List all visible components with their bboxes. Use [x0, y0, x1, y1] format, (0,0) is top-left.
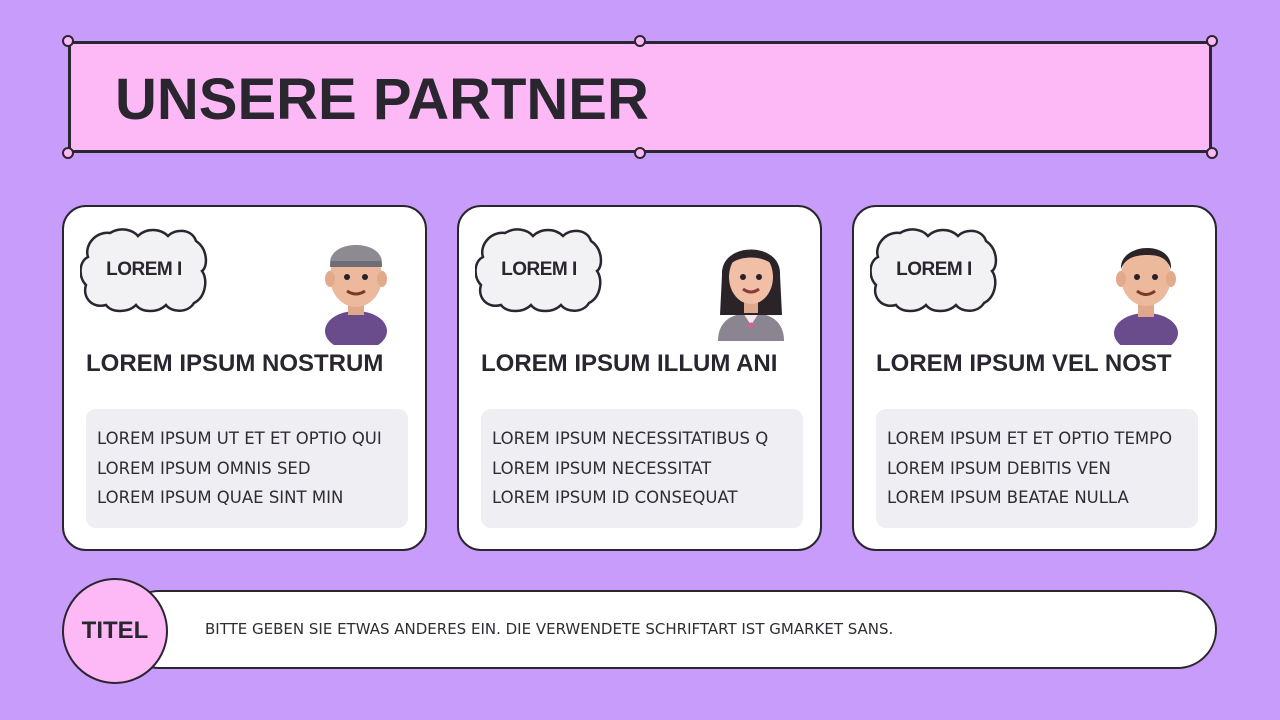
badge-label: LOREM I — [106, 259, 182, 280]
footer-bar: BITTE GEBEN SIE ETWAS ANDERES EIN. DIE V… — [120, 590, 1217, 669]
selection-handle-top-middle[interactable] — [634, 35, 646, 47]
card-line: LOREM IPSUM OMNIS SED — [97, 458, 311, 478]
title-banner: UNSERE PARTNER — [68, 41, 1212, 153]
selection-handle-top-right[interactable] — [1206, 35, 1218, 47]
card-heading: LOREM IPSUM ILLUM ANI — [481, 350, 778, 377]
card-text-box: LOREM IPSUM UT ET ET OPTIO QUI LOREM IPS… — [86, 409, 408, 528]
footer-title-circle: TITEL — [62, 578, 168, 684]
selection-handle-bottom-right[interactable] — [1206, 147, 1218, 159]
badge-label: LOREM I — [896, 259, 972, 280]
card-line: LOREM IPSUM QUAE SINT MIN — [97, 488, 344, 507]
cloud-shape-icon — [80, 228, 208, 313]
selection-handle-bottom-left[interactable] — [62, 147, 74, 159]
card-line: LOREM IPSUM ID CONSEQUAT — [492, 488, 738, 507]
cloud-badge: LOREM I — [475, 227, 603, 313]
card-line: LOREM IPSUM NECESSITATIBUS Q — [492, 429, 769, 448]
avatar-man-icon — [1114, 247, 1178, 345]
page-title: UNSERE PARTNER — [115, 67, 649, 132]
selection-handle-top-left[interactable] — [62, 35, 74, 47]
card-heading: LOREM IPSUM NOSTRUM — [86, 350, 384, 377]
cloud-badge: LOREM I — [870, 227, 998, 313]
partner-card: LOREM I LOREM IPSUM ILLUM ANI LOREM IPSU… — [457, 205, 822, 551]
cloud-shape-icon — [870, 228, 998, 313]
cloud-shape-icon — [475, 228, 603, 313]
badge-label: LOREM I — [501, 259, 577, 280]
card-text-box: LOREM IPSUM NECESSITATIBUS Q LOREM IPSUM… — [481, 409, 803, 528]
avatar-cap-man-icon — [325, 245, 387, 345]
footer-text: BITTE GEBEN SIE ETWAS ANDERES EIN. DIE V… — [205, 620, 894, 638]
card-line: LOREM IPSUM BEATAE NULLA — [887, 488, 1129, 507]
card-line: LOREM IPSUM NECESSITAT — [492, 458, 712, 478]
card-line: LOREM IPSUM UT ET ET OPTIO QUI — [97, 429, 382, 448]
partner-card: LOREM I LOREM IPSUM NOSTRUM LOREM IPSUM … — [62, 205, 427, 551]
card-heading: LOREM IPSUM VEL NOST — [876, 350, 1172, 377]
cloud-badge: LOREM I — [80, 227, 208, 313]
card-line: LOREM IPSUM ET ET OPTIO TEMPO — [887, 429, 1173, 448]
card-text-box: LOREM IPSUM ET ET OPTIO TEMPO LOREM IPSU… — [876, 409, 1198, 528]
avatar-woman-icon — [718, 249, 784, 341]
selection-handle-bottom-middle[interactable] — [634, 147, 646, 159]
card-line: LOREM IPSUM DEBITIS VEN — [887, 458, 1111, 478]
partner-card: LOREM I LOREM IPSUM VEL NOST LOREM IPSUM… — [852, 205, 1217, 551]
